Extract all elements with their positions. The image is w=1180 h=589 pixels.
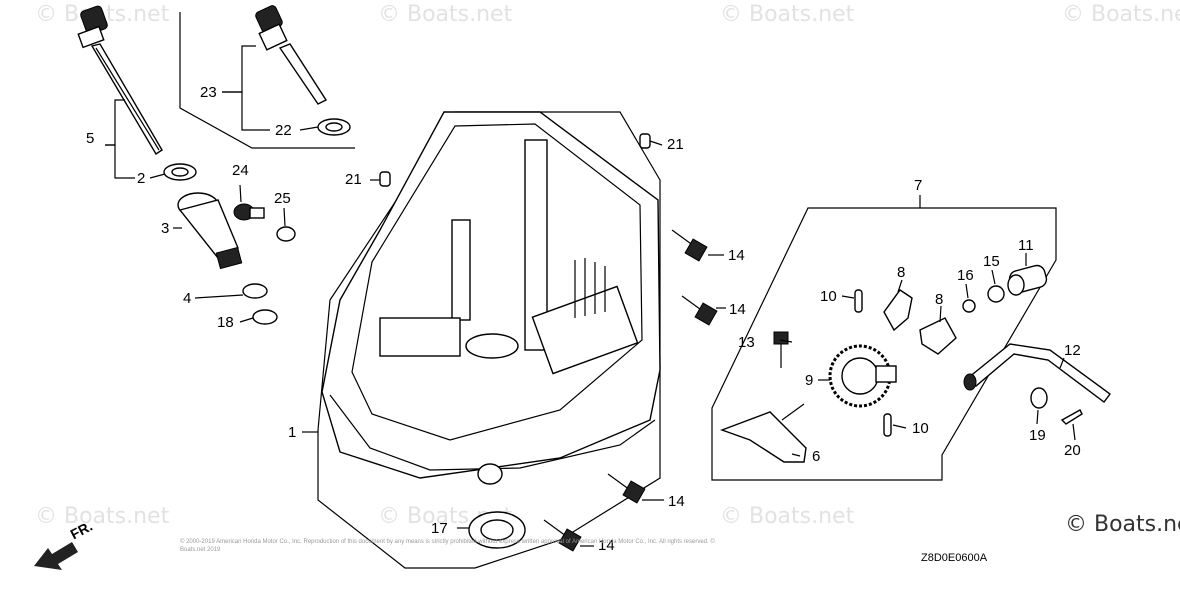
callout-12: 12 xyxy=(1064,342,1081,359)
callout-11: 11 xyxy=(1018,237,1034,254)
callout-16: 16 xyxy=(957,267,974,284)
callout-4: 4 xyxy=(183,290,192,307)
callout-10b: 10 xyxy=(912,420,929,437)
washer-25 xyxy=(276,226,296,242)
dowel-21b xyxy=(379,171,391,187)
diagram-code: Z8D0E0600A xyxy=(921,552,988,564)
washer-15 xyxy=(987,285,1005,303)
callout-22: 22 xyxy=(275,122,292,139)
callout-8b: 8 xyxy=(935,291,944,308)
washer-19 xyxy=(1030,387,1048,409)
brand-watermark: © Boats.net xyxy=(1065,512,1180,537)
callout-9: 9 xyxy=(805,372,814,389)
callout-6: 6 xyxy=(812,448,821,465)
bolt-13 xyxy=(773,331,789,368)
o-ring-18 xyxy=(252,309,278,325)
callout-14d: 14 xyxy=(598,537,615,554)
front-arrow-icon xyxy=(34,542,78,570)
bolt-14b xyxy=(681,295,718,326)
callout-21b: 21 xyxy=(345,171,362,188)
clip-4 xyxy=(242,283,268,299)
callout-14c: 14 xyxy=(668,493,685,510)
governor-arm-6 xyxy=(719,403,807,463)
callout-5: 5 xyxy=(86,130,95,147)
callout-20: 20 xyxy=(1064,442,1081,459)
copyright-notice: © 2000-2019 American Honda Motor Co., In… xyxy=(180,539,715,553)
callout-8a: 8 xyxy=(897,264,906,281)
clip-20 xyxy=(1060,409,1083,425)
dipstick-23 xyxy=(255,5,328,105)
holder-11 xyxy=(1007,264,1048,296)
dipstick-5 xyxy=(77,5,163,155)
group-bracket-line xyxy=(179,12,355,149)
governor-gear-9 xyxy=(828,344,897,408)
callout-3: 3 xyxy=(161,220,170,237)
watermark: © Boats.net xyxy=(35,504,170,529)
watermark: © Boats.net xyxy=(720,2,855,27)
leader-lines xyxy=(105,45,1076,547)
watermark: © Boats.net xyxy=(720,504,855,529)
governor-weight-8a xyxy=(883,289,913,332)
pin-10b xyxy=(883,413,892,437)
callout-19: 19 xyxy=(1029,427,1046,444)
filler-neck-3 xyxy=(177,192,243,270)
watermark: © Boats.net xyxy=(378,2,513,27)
callout-2: 2 xyxy=(137,170,146,187)
governor-weight-8b xyxy=(919,317,957,355)
bolt-14d xyxy=(543,519,582,552)
callout-14a: 14 xyxy=(728,247,745,264)
callout-21a: 21 xyxy=(667,136,684,153)
governor-shaft-12 xyxy=(963,343,1111,403)
bolt-14a xyxy=(671,229,708,262)
bolt-24 xyxy=(233,203,265,221)
callout-13: 13 xyxy=(738,334,755,351)
watermark: © Boats.net xyxy=(1062,2,1180,27)
dowel-21a xyxy=(639,133,651,149)
callout-17: 17 xyxy=(431,520,448,537)
callout-23: 23 xyxy=(200,84,217,101)
pin-10a xyxy=(854,289,863,313)
callout-25: 25 xyxy=(274,190,291,207)
governor-group-bracket xyxy=(711,195,1057,481)
callout-1: 1 xyxy=(288,424,297,441)
washer-16 xyxy=(962,299,976,313)
callout-18: 18 xyxy=(217,314,234,331)
bolt-14c xyxy=(607,473,646,504)
oil-pan-outline xyxy=(317,111,661,569)
oil-pan-body xyxy=(321,111,661,485)
callout-7: 7 xyxy=(914,177,923,194)
callout-24: 24 xyxy=(232,162,249,179)
callout-15: 15 xyxy=(983,253,1000,270)
callout-10a: 10 xyxy=(820,288,837,305)
callout-14b: 14 xyxy=(729,301,746,318)
